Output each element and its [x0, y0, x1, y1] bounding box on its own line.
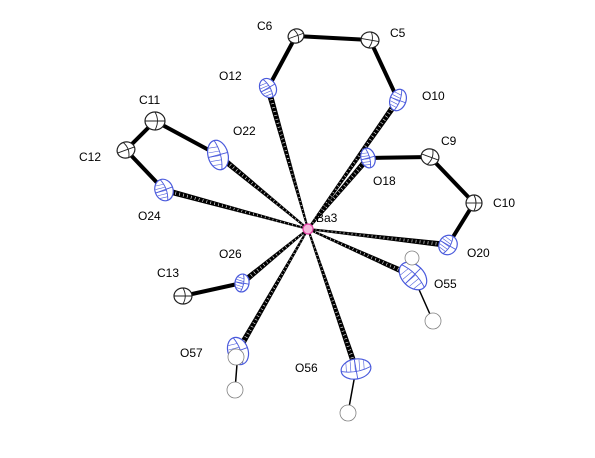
- bond-layer: [124, 34, 476, 414]
- label-c9: C9: [441, 134, 457, 148]
- atom-h57a: [227, 348, 245, 366]
- atom-o24: [154, 178, 174, 202]
- atom-h56a: [339, 404, 357, 422]
- label-c13: C13: [157, 266, 179, 280]
- bond-c9-c10: [428, 155, 476, 205]
- bond-c6-c5: [294, 34, 372, 42]
- atom-o56: [340, 358, 372, 380]
- atom-c9: [420, 148, 440, 166]
- coordination-bond-ba3-o18: [307, 156, 371, 230]
- label-o12: O12: [219, 69, 242, 83]
- bond-o26-c13: [181, 281, 244, 298]
- atom-o12: [258, 77, 278, 99]
- label-ba3: Ba3: [316, 211, 338, 225]
- label-o56: O56: [295, 361, 318, 375]
- coordination-bond-ba3-o10: [307, 98, 401, 230]
- atom-h57b: [226, 381, 244, 399]
- atom-o55: [398, 261, 428, 291]
- atom-o20: [438, 234, 458, 256]
- atom-h55a: [404, 250, 420, 266]
- atom-o22: [206, 139, 230, 171]
- atom-c11: [144, 111, 166, 131]
- label-o22: O22: [233, 124, 256, 138]
- bond-c6-o12: [266, 34, 298, 90]
- label-c6: C6: [257, 19, 273, 33]
- bond-o18-c9: [366, 155, 432, 160]
- atom-ba3: [302, 223, 314, 235]
- label-c10: C10: [493, 196, 515, 210]
- coordination-bond-ba3-o24: [163, 187, 309, 230]
- coordination-bond-ba3-o57: [235, 228, 309, 353]
- label-o20: O20: [467, 246, 490, 260]
- atom-c13: [173, 287, 193, 305]
- atom-c12: [116, 141, 136, 159]
- coordination-bond-ba3-o12: [265, 87, 309, 230]
- coordination-bond-ba3-o26: [240, 228, 309, 286]
- label-o18: O18: [373, 174, 396, 188]
- label-o24: O24: [138, 209, 161, 223]
- atom-o18: [360, 147, 376, 169]
- label-o10: O10: [422, 89, 445, 103]
- label-c5: C5: [390, 26, 406, 40]
- bond-c5-o10: [368, 38, 400, 102]
- atom-c10: [465, 194, 483, 212]
- atom-c5: [360, 31, 380, 49]
- label-c11: C11: [139, 93, 160, 107]
- label-o55: O55: [434, 277, 457, 291]
- atom-o26: [234, 273, 250, 293]
- atom-c6: [287, 28, 305, 44]
- label-c12: C12: [79, 150, 101, 164]
- atom-h55b: [424, 312, 442, 330]
- atom-layer: [116, 28, 483, 422]
- atom-o10: [388, 88, 408, 112]
- label-o26: O26: [219, 247, 242, 261]
- label-o57: O57: [180, 346, 203, 360]
